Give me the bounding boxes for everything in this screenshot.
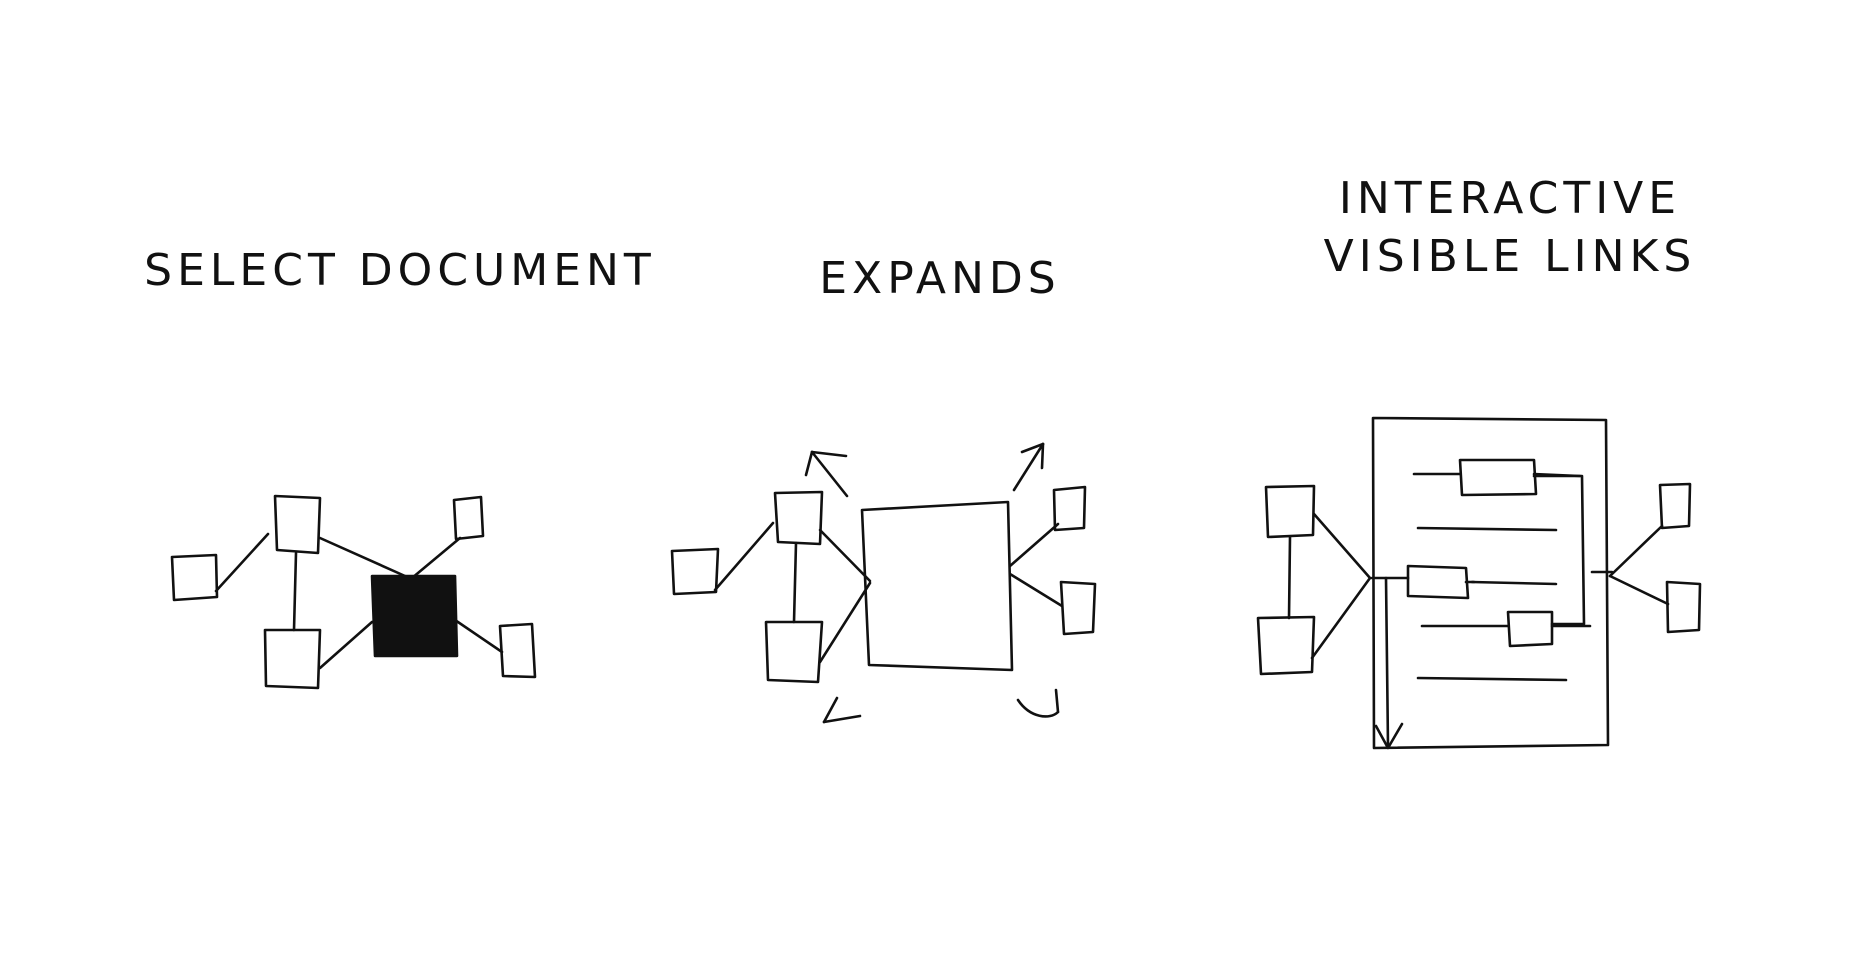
expand-arrow-up-right-icon xyxy=(1012,442,1045,492)
document-node xyxy=(263,628,322,690)
expand-arrow-up-left-icon xyxy=(804,450,849,498)
link xyxy=(713,521,775,592)
expand-arrow-down-left-icon xyxy=(822,696,862,724)
inline-link-box[interactable] xyxy=(1458,458,1538,497)
panel-interactive-visible-links xyxy=(1256,416,1702,750)
document-node xyxy=(498,622,537,679)
document-node xyxy=(1658,482,1692,530)
panel-expands xyxy=(670,442,1097,724)
caption-line: SELECT DOCUMENT xyxy=(144,245,656,296)
text-line xyxy=(1470,580,1558,586)
link xyxy=(1008,522,1060,568)
text-line xyxy=(1416,526,1558,532)
link xyxy=(1287,535,1292,620)
expanded-document xyxy=(860,500,1014,672)
document-node xyxy=(1264,484,1316,539)
selected-document-node xyxy=(370,574,459,658)
link xyxy=(1008,572,1064,608)
caption-line: INTERACTIVE xyxy=(1338,173,1682,224)
document-node xyxy=(764,620,824,684)
link xyxy=(1310,576,1372,660)
inline-link-box[interactable] xyxy=(1506,610,1554,648)
link xyxy=(792,541,798,624)
caption-select-document: SELECT DOCUMENT xyxy=(130,242,670,300)
link xyxy=(1608,574,1670,606)
document-node xyxy=(452,495,485,541)
visible-link-path xyxy=(1532,474,1586,626)
document-node xyxy=(273,494,322,555)
document-node xyxy=(170,553,219,602)
link xyxy=(410,536,462,580)
link xyxy=(292,551,298,632)
expand-arrow-down-right-icon xyxy=(1016,688,1060,718)
arrow-down-icon xyxy=(1374,722,1404,750)
caption-interactive-visible-links: INTERACTIVE VISIBLE LINKS xyxy=(1270,170,1750,286)
link xyxy=(818,581,872,664)
link xyxy=(1608,524,1664,578)
document-node xyxy=(1052,485,1087,532)
link xyxy=(214,532,270,593)
text-line xyxy=(1416,676,1568,682)
link xyxy=(818,528,872,583)
document-node xyxy=(1059,580,1097,636)
panel-select-document xyxy=(170,494,537,690)
caption-line: VISIBLE LINKS xyxy=(1323,231,1697,282)
caption-line: EXPANDS xyxy=(819,253,1061,304)
document-node xyxy=(1665,580,1702,634)
link xyxy=(318,536,407,578)
visible-link-path xyxy=(1384,576,1390,748)
expanded-document-page xyxy=(1371,416,1610,750)
inline-link-box[interactable] xyxy=(1406,564,1470,600)
document-node xyxy=(670,547,720,596)
link xyxy=(318,620,374,670)
caption-expands: EXPANDS xyxy=(760,250,1120,308)
link xyxy=(453,618,504,654)
document-node xyxy=(773,490,824,546)
link xyxy=(1312,512,1372,580)
document-node xyxy=(1256,615,1316,676)
